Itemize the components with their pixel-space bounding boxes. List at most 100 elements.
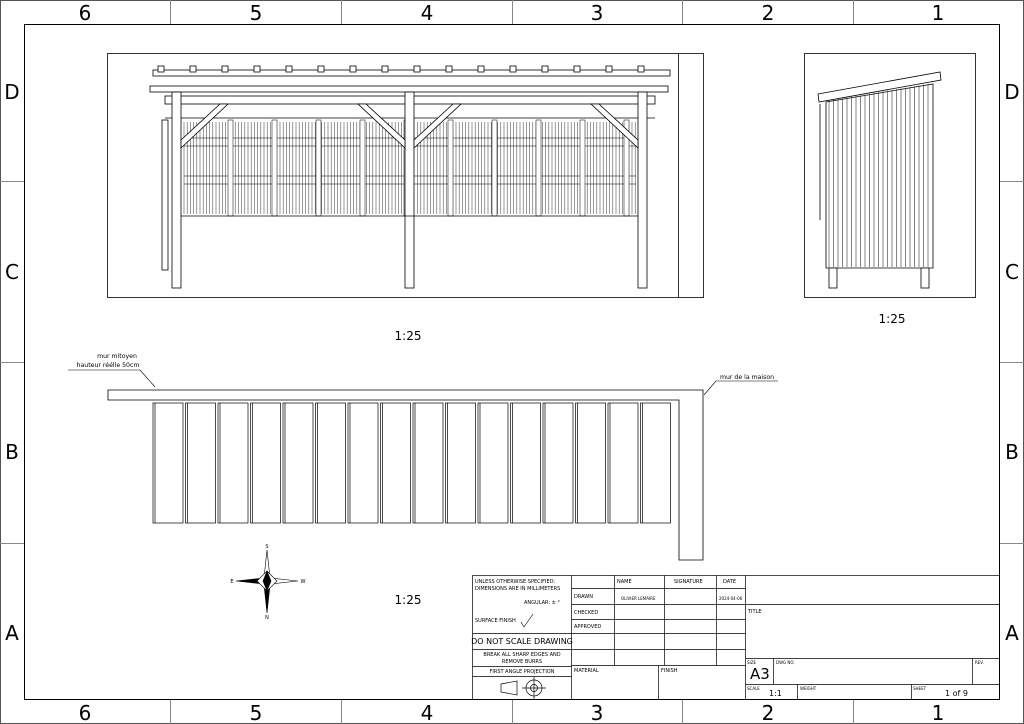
break-edges-2: REMOVE BURRS: [502, 659, 542, 665]
roof-ridge: [189, 65, 197, 73]
plan-panel: [640, 402, 671, 524]
plan-view: [68, 369, 778, 561]
party-wall-label-1: mur mitoyen: [97, 353, 137, 360]
plan-panel: [380, 402, 411, 524]
plan-panel: [152, 402, 184, 524]
material-label: MATERIAL: [574, 668, 599, 674]
zone-col-top-2: 2: [762, 1, 775, 25]
sheet-label: SHEET: [913, 686, 927, 691]
cladding-stud: [579, 119, 586, 217]
col-name-header: NAME: [617, 579, 632, 585]
cladding-stud: [359, 119, 366, 217]
surface-finish-icon: [520, 613, 534, 628]
plan-panel: [445, 402, 476, 524]
side-view-scale-label: 1:25: [879, 312, 906, 326]
house-wall-label: mur de la maison: [720, 374, 774, 381]
title-label: TITLE: [747, 609, 762, 615]
front-roof-beam: [149, 85, 669, 93]
drawn-date: 2024-04-06: [719, 596, 743, 601]
zone-col-top-6: 6: [79, 1, 92, 25]
zone-row-right-c: C: [1005, 260, 1019, 284]
cladding-stud: [227, 119, 234, 217]
col-signature-header: SIGNATURE: [674, 579, 703, 585]
side-cladding-outline: [825, 83, 934, 269]
zone-row-right-d: D: [1004, 80, 1019, 104]
cladding-stud: [315, 119, 322, 217]
plan-panel: [315, 402, 346, 524]
col-date-header: DATE: [723, 579, 736, 585]
size-value: A3: [750, 665, 770, 683]
tolerance-line-1: UNLESS OTHERWISE SPECIFIED:: [475, 579, 555, 585]
roof-ridge: [573, 65, 581, 73]
roof-ridge: [285, 65, 293, 73]
zone-col-top-3: 3: [591, 1, 604, 25]
plan-panel: [575, 402, 606, 524]
front-post-left: [171, 91, 182, 289]
drawn-name: OLIVIER LEMAIRE: [621, 596, 656, 601]
finish-label: FINISH: [661, 668, 678, 674]
tolerance-line-2: DIMENSIONS ARE IN MILLIMETERS: [475, 586, 560, 592]
plan-panel: [607, 402, 639, 524]
zone-row-left-b: B: [5, 440, 19, 464]
roof-ridge: [605, 65, 613, 73]
sheet-value: 1 of 9: [945, 689, 968, 698]
front-view: [107, 53, 704, 298]
house-wall-leader: [703, 380, 717, 396]
zone-col-top-4: 4: [421, 1, 434, 25]
cladding-stud: [535, 119, 542, 217]
scale-value: 1:1: [769, 689, 782, 698]
roof-ridge: [317, 65, 325, 73]
zone-row-right-a: A: [1005, 621, 1019, 645]
roof-ridge: [253, 65, 261, 73]
zone-row-left-d: D: [4, 80, 19, 104]
surface-finish-label: SURFACE FINISH: [475, 618, 516, 624]
front-side-edge: [161, 119, 169, 271]
plan-panel: [282, 402, 314, 524]
roof-ridge: [445, 65, 453, 73]
roof-ridge: [541, 65, 549, 73]
projection-label: FIRST ANGLE PROJECTION: [490, 669, 555, 675]
zone-col-bottom-5: 5: [250, 701, 263, 724]
zone-row-left-c: C: [5, 260, 19, 284]
zone-col-bottom-1: 1: [932, 701, 945, 724]
plan-panel: [412, 402, 444, 524]
front-brace-4: [589, 103, 639, 149]
party-wall-leader: [139, 369, 156, 388]
side-post-right: [920, 267, 930, 289]
front-post-middle: [404, 91, 415, 289]
front-view-scale-label: 1:25: [395, 329, 422, 343]
front-roof-corrugations: [157, 65, 645, 73]
front-view-frame: [107, 53, 704, 298]
angular-tolerance: ANGULAR: ± °: [524, 600, 560, 606]
roof-ridge: [221, 65, 229, 73]
zone-col-top-5: 5: [250, 1, 263, 25]
compass-label-e: E: [230, 579, 233, 585]
compass-label-s: S: [265, 544, 268, 550]
plan-panels: [152, 402, 671, 524]
size-label: SIZE: [747, 660, 756, 665]
first-angle-projection-icon: [500, 677, 546, 699]
plan-panel: [542, 402, 574, 524]
front-brace-3: [413, 103, 463, 149]
break-edges-1: BREAK ALL SHARP EDGES AND: [483, 652, 560, 658]
plan-panel: [510, 402, 541, 524]
title-block: [472, 575, 1000, 700]
roof-ridge: [509, 65, 517, 73]
zone-col-bottom-4: 4: [421, 701, 434, 724]
approved-label: APPROVED: [574, 624, 601, 630]
side-cladding-slats: [828, 83, 929, 267]
cladding-stud: [271, 119, 278, 217]
compass-label-n: N: [265, 615, 269, 621]
zone-col-bottom-6: 6: [79, 701, 92, 724]
do-not-scale: DO NOT SCALE DRAWING: [471, 637, 573, 646]
dwg-no-label: DWG NO.: [776, 660, 795, 665]
front-roof-sheet: [152, 69, 671, 77]
checked-label: CHECKED: [574, 610, 598, 616]
side-view: [804, 53, 976, 298]
rev-label: REV.: [975, 660, 984, 665]
plan-walls: [107, 389, 704, 561]
zone-col-top-1: 1: [932, 1, 945, 25]
drawn-label: DRAWN: [574, 594, 593, 600]
